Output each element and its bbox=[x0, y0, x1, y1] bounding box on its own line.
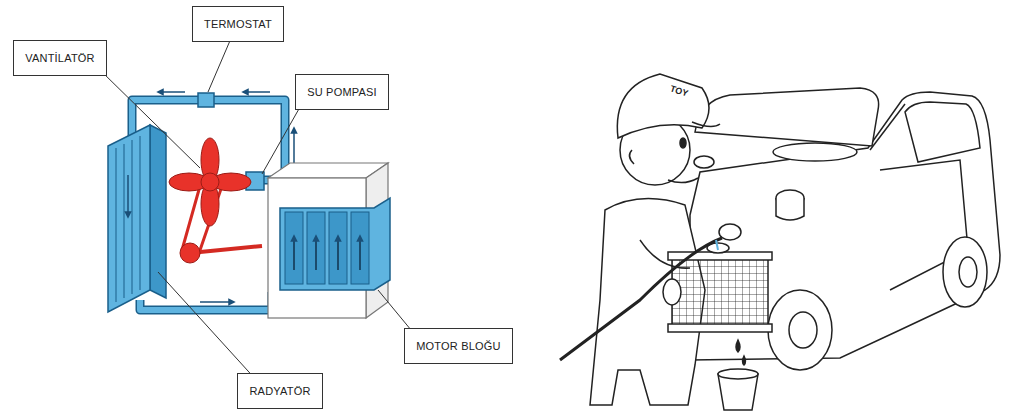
callout-box: SU POMPASI bbox=[295, 74, 389, 110]
part-name: SU POMPASI bbox=[307, 86, 377, 98]
callout-box: RADYATÖR bbox=[237, 373, 323, 409]
part-name: VANTİLATÖR bbox=[25, 52, 94, 64]
part-name: MOTOR BLOĞU bbox=[416, 340, 501, 352]
callout-box: TERMOSTAT bbox=[192, 6, 284, 42]
part-name: RADYATÖR bbox=[249, 385, 310, 397]
cooling-system bbox=[100, 36, 416, 382]
part-name: TERMOSTAT bbox=[204, 18, 272, 30]
callout-box: MOTOR BLOĞU bbox=[404, 328, 513, 364]
callout-box: VANTİLATÖR bbox=[13, 40, 107, 76]
mechanic-cartoon bbox=[560, 74, 1000, 410]
